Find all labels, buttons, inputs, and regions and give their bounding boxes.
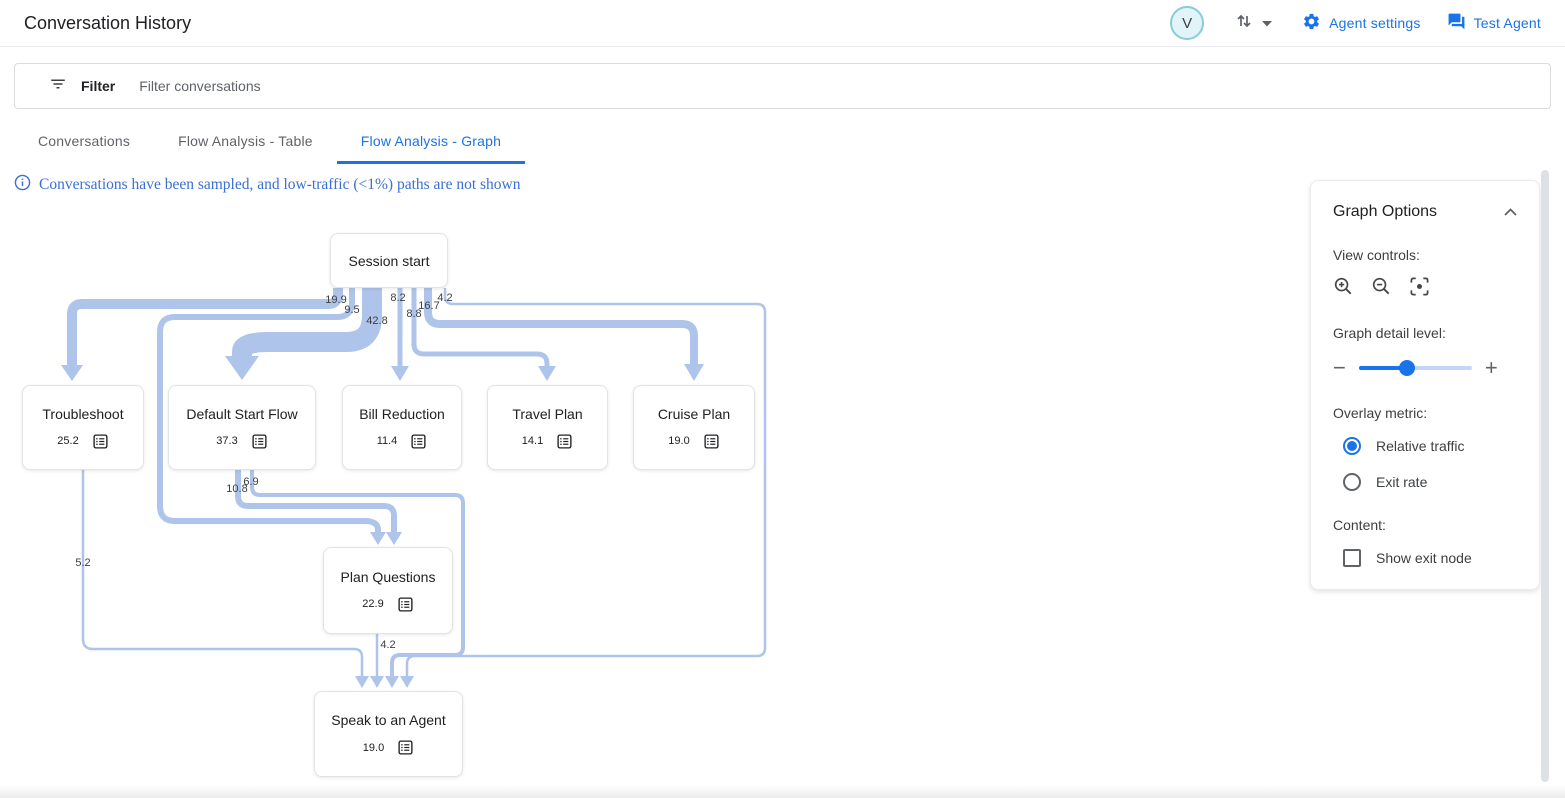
chat-icon (1447, 12, 1466, 34)
edge-label: 5.2 (75, 557, 91, 569)
node-value: 11.4 (376, 435, 398, 447)
node-title: Travel Plan (512, 405, 583, 422)
node-title: Speak to an Agent (331, 712, 446, 728)
list-alt-icon[interactable] (397, 596, 414, 613)
checkbox-label: Show exit node (1376, 550, 1472, 566)
list-alt-icon[interactable] (410, 433, 427, 450)
checkbox-icon[interactable] (1343, 549, 1361, 567)
node-speak-to-an-agent[interactable]: Speak to an Agent 19.0 (314, 691, 463, 777)
node-title: Plan Questions (340, 568, 436, 585)
node-session-start[interactable]: Session start (330, 233, 448, 288)
node-value: 37.3 (216, 435, 238, 447)
tab-flow-analysis-graph[interactable]: Flow Analysis - Graph (336, 123, 526, 164)
filter-bar[interactable]: Filter Filter conversations (14, 63, 1551, 109)
node-bill-reduction[interactable]: Bill Reduction 11.4 (342, 385, 462, 470)
graph-options-title: Graph Options (1333, 203, 1438, 220)
radio-icon[interactable] (1343, 473, 1361, 491)
vertical-scrollbar-thumb[interactable] (1541, 170, 1549, 782)
app-header: Conversation History V Agent settings (0, 0, 1565, 47)
tab-bar: Conversations Flow Analysis - Table Flow… (14, 123, 1565, 164)
list-alt-icon[interactable] (92, 433, 109, 450)
info-icon (14, 174, 31, 196)
sampling-notice-text: Conversations have been sampled, and low… (39, 176, 521, 193)
list-alt-icon[interactable] (703, 433, 720, 450)
zoom-out-icon[interactable] (1371, 276, 1392, 297)
overlay-metric-label: Overlay metric: (1333, 405, 1428, 421)
list-alt-icon[interactable] (556, 433, 573, 450)
bottom-edge-shade (0, 785, 1565, 798)
node-travel-plan[interactable]: Travel Plan 14.1 (487, 385, 608, 470)
content-label: Content: (1333, 517, 1386, 533)
show-exit-node-option[interactable]: Show exit node (1343, 549, 1517, 567)
radio-label: Exit rate (1376, 474, 1428, 490)
radio-exit-rate[interactable]: Exit rate (1343, 473, 1517, 491)
zoom-in-icon[interactable] (1333, 276, 1354, 297)
detail-plus-button[interactable]: + (1484, 355, 1498, 380)
edge-label: 4.2 (380, 639, 396, 651)
sort-button[interactable] (1230, 7, 1276, 40)
slider-thumb[interactable] (1398, 360, 1415, 376)
graph-options-panel: Graph Options View controls: Graph detai… (1310, 180, 1540, 590)
avatar-letter: V (1182, 14, 1193, 32)
slider-fill (1358, 366, 1406, 370)
edge-label: 4.2 (437, 292, 453, 304)
node-value: 25.2 (57, 435, 79, 447)
detail-minus-button[interactable]: − (1333, 355, 1346, 380)
agent-settings-button[interactable]: Agent settings (1302, 12, 1421, 34)
node-title: Session start (348, 252, 430, 269)
node-title: Cruise Plan (657, 405, 731, 422)
filter-icon (49, 75, 67, 98)
node-value: 14.1 (521, 435, 544, 447)
node-value: 19.0 (668, 435, 690, 447)
list-alt-icon[interactable] (251, 433, 268, 450)
graph-detail-label: Graph detail level: (1333, 325, 1446, 341)
tab-conversations[interactable]: Conversations (38, 133, 131, 149)
radio-relative-traffic[interactable]: Relative traffic (1343, 437, 1517, 455)
node-title: Troubleshoot (42, 405, 124, 422)
test-agent-button[interactable]: Test Agent (1447, 12, 1541, 34)
center-focus-icon[interactable] (1409, 276, 1430, 297)
node-value: 19.0 (362, 741, 385, 754)
node-title: Default Start Flow (186, 405, 298, 422)
list-alt-icon[interactable] (397, 739, 414, 756)
import-export-icon (1234, 11, 1254, 36)
node-cruise-plan[interactable]: Cruise Plan 19.0 (633, 385, 755, 470)
collapse-chevron-up-icon[interactable] (1504, 208, 1517, 216)
edge-label: 42.8 (366, 315, 388, 327)
node-plan-questions[interactable]: Plan Questions 22.9 (323, 547, 453, 634)
tab-flow-analysis-table[interactable]: Flow Analysis - Table (178, 133, 313, 149)
gear-icon (1302, 12, 1321, 34)
chevron-down-icon (1262, 14, 1273, 32)
sampling-notice: Conversations have been sampled, and low… (14, 174, 1565, 196)
detail-slider[interactable] (1358, 360, 1472, 376)
node-default-start-flow[interactable]: Default Start Flow 37.3 (168, 385, 316, 470)
agent-settings-label: Agent settings (1329, 15, 1421, 31)
edge-label: 9.5 (344, 304, 360, 316)
radio-icon[interactable] (1343, 437, 1361, 455)
node-value: 22.9 (362, 598, 384, 610)
filter-input[interactable]: Filter conversations (139, 78, 261, 94)
avatar[interactable]: V (1170, 6, 1205, 40)
header-actions: V Agent settings Test Agent (1170, 6, 1541, 40)
node-troubleshoot[interactable]: Troubleshoot 25.2 (22, 385, 144, 470)
radio-label: Relative traffic (1376, 438, 1465, 454)
test-agent-label: Test Agent (1473, 15, 1541, 31)
node-title: Bill Reduction (359, 405, 445, 422)
filter-label: Filter (81, 78, 116, 94)
page-title: Conversation History (24, 12, 192, 33)
view-controls-label: View controls: (1333, 247, 1420, 263)
edge-label: 6.9 (243, 476, 259, 488)
edge-label: 8.2 (390, 292, 406, 304)
